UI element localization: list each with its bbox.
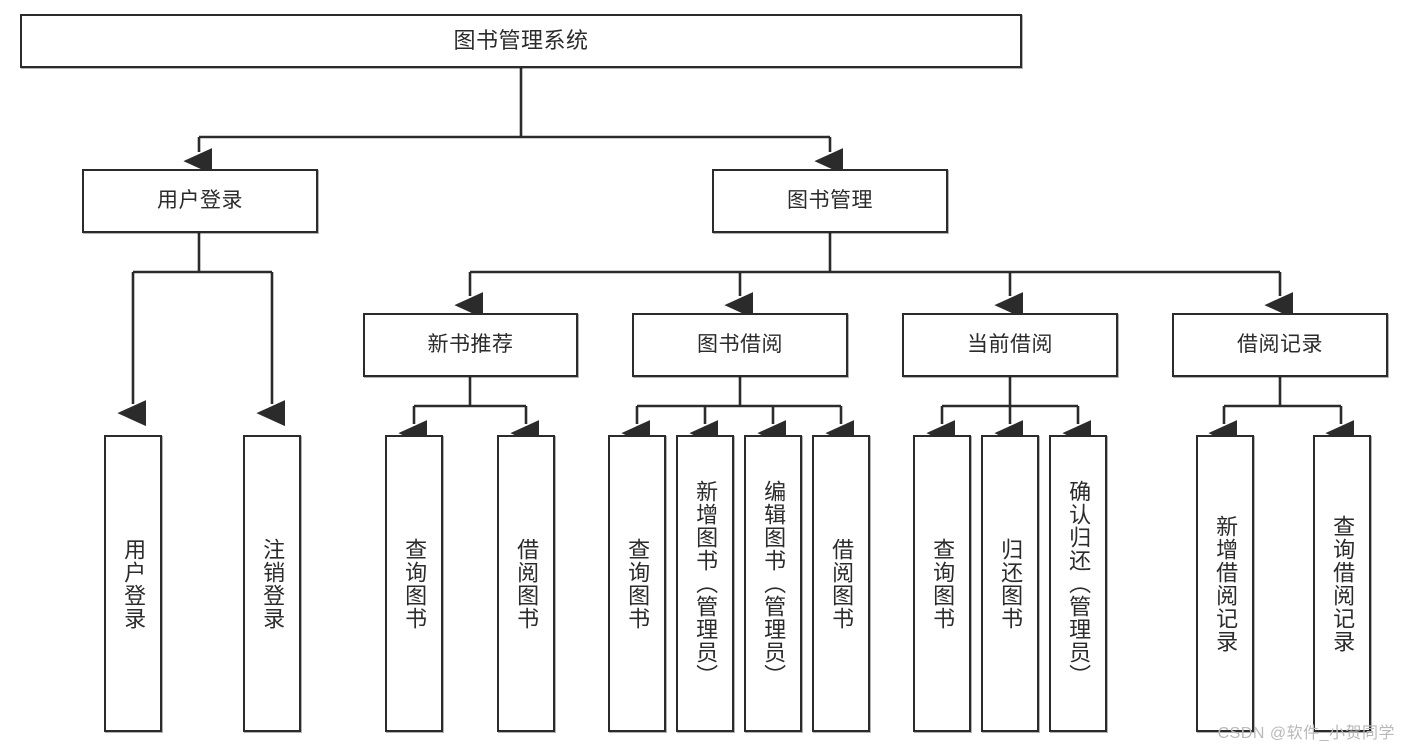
node-label: 新增图书（管理员） [693, 480, 719, 687]
leaf-query-book-3[interactable]: 查询图书 [913, 435, 971, 732]
node-current-borrow[interactable]: 当前借阅 [902, 313, 1118, 377]
node-label: 用户登录 [157, 188, 243, 212]
node-new-book-recommend[interactable]: 新书推荐 [363, 313, 578, 377]
node-book-borrow[interactable]: 图书借阅 [632, 313, 848, 377]
watermark-text: CSDN @软件_小贺同学 [1217, 725, 1395, 742]
leaf-add-borrow-record[interactable]: 新增借阅记录 [1196, 435, 1254, 732]
node-label: 注销登录 [260, 537, 286, 630]
leaf-add-book[interactable]: 新增图书（管理员） [676, 435, 734, 732]
node-label: 新增借阅记录 [1213, 514, 1239, 653]
node-label: 查询图书 [930, 537, 956, 630]
node-label: 查询借阅记录 [1330, 514, 1356, 653]
leaf-confirm-return[interactable]: 确认归还（管理员） [1049, 435, 1107, 732]
node-book-management[interactable]: 图书管理 [712, 169, 948, 233]
node-label: 用户登录 [121, 537, 147, 630]
node-borrow-record[interactable]: 借阅记录 [1172, 313, 1388, 377]
node-label: 图书管理 [787, 188, 873, 212]
node-label: 新书推荐 [427, 332, 514, 356]
leaf-borrow-book-2[interactable]: 借阅图书 [812, 435, 870, 732]
leaf-query-book-1[interactable]: 查询图书 [385, 435, 443, 732]
leaf-borrow-book-1[interactable]: 借阅图书 [497, 435, 555, 732]
node-label: 图书管理系统 [453, 28, 589, 54]
node-label: 借阅图书 [514, 537, 540, 630]
leaf-return-book[interactable]: 归还图书 [981, 435, 1039, 732]
leaf-user-login[interactable]: 用户登录 [104, 435, 162, 732]
node-user-login[interactable]: 用户登录 [82, 169, 318, 233]
node-label: 编辑图书（管理员） [761, 480, 787, 687]
node-label: 借阅记录 [1237, 332, 1323, 356]
node-label: 查询图书 [625, 537, 651, 630]
node-label: 查询图书 [402, 537, 428, 630]
node-label: 借阅图书 [829, 537, 855, 630]
node-label: 当前借阅 [967, 332, 1053, 356]
node-label: 图书借阅 [697, 332, 783, 356]
leaf-query-borrow-record[interactable]: 查询借阅记录 [1313, 435, 1371, 732]
leaf-logout-login[interactable]: 注销登录 [243, 435, 301, 732]
node-label: 确认归还（管理员） [1066, 480, 1092, 687]
node-label: 归还图书 [998, 537, 1024, 630]
leaf-query-book-2[interactable]: 查询图书 [608, 435, 666, 732]
node-root-system[interactable]: 图书管理系统 [20, 14, 1022, 68]
leaf-edit-book[interactable]: 编辑图书（管理员） [744, 435, 802, 732]
